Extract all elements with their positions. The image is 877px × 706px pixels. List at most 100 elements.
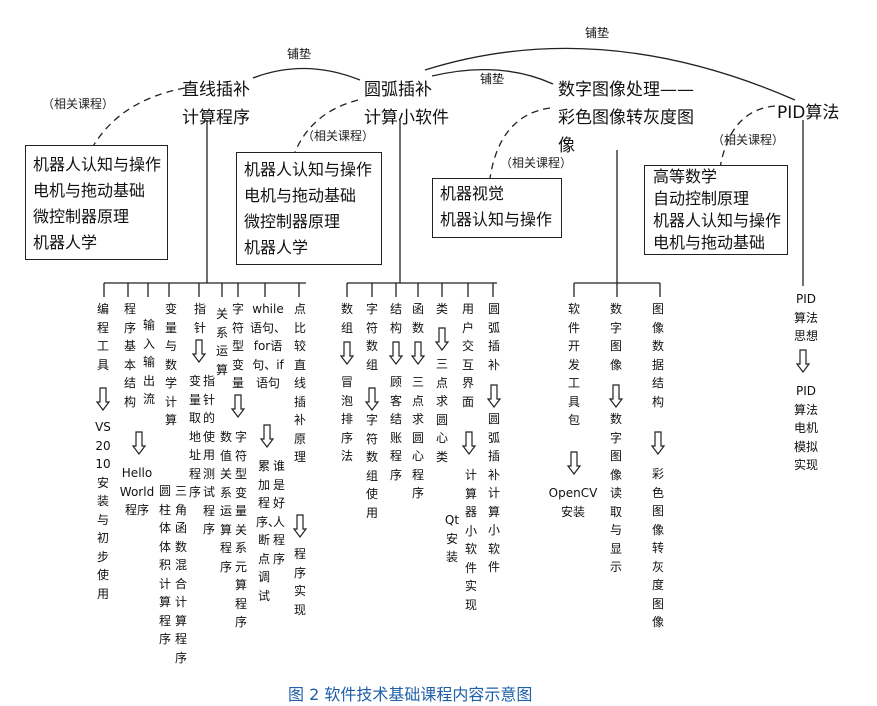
linear-step-2-result: Hello World程序 xyxy=(119,466,155,517)
image-step-2-title: 数字图像 xyxy=(609,302,622,372)
linear-step-1-title: 编程工具 xyxy=(96,302,109,372)
linear-step-5-title: 指针 xyxy=(193,302,206,335)
paving-label-1: 铺垫 xyxy=(287,47,312,61)
down-arrow-icon xyxy=(434,327,450,351)
paving-label-3: 铺垫 xyxy=(585,26,610,40)
down-arrow-icon xyxy=(486,384,502,408)
arc-step-7-result: Qt安装 xyxy=(444,513,460,564)
down-arrow-icon xyxy=(410,341,426,365)
course-item: 电机与拖动基础 xyxy=(33,181,146,200)
topic-image-line1: 数字图像处理—— xyxy=(558,80,694,100)
linear-step-10-result: 谁是好人程序 xyxy=(272,459,285,566)
linear-step-11-result: 程序实现 xyxy=(293,547,306,617)
course-item: 微控制器原理 xyxy=(33,207,130,226)
course-item: 机器人认知与操作 xyxy=(33,155,162,174)
linear-step-11-title: 点比较直线插补原理 xyxy=(293,302,306,464)
dash-4 xyxy=(719,105,776,169)
arc-step-2-result: 字符数组使用 xyxy=(365,413,378,520)
down-arrow-icon xyxy=(566,451,582,475)
related-label-2: （相关课程） xyxy=(302,129,375,143)
figure-caption: 图 2 软件技术基础课程内容示意图 xyxy=(288,685,533,704)
course-box-4: 高等数学 自动控制原理 机器人认知与操作 电机与拖动基础 xyxy=(644,165,788,255)
arc-step-8-title: 圆弧插补 xyxy=(487,302,500,372)
linear-step-3-title: 输入输出流 xyxy=(142,318,155,406)
image-step-2-result: 数字图像读取与显示 xyxy=(609,412,622,574)
down-arrow-icon xyxy=(364,387,380,411)
pid-step-title: PID 算法思想 xyxy=(793,292,818,343)
arc-linear-to-arc xyxy=(252,67,361,81)
course-item: 机器人学 xyxy=(244,238,309,257)
topic-linear-line1: 直线插补 xyxy=(182,80,250,100)
linear-step-6-title: 关系运算 xyxy=(215,307,228,377)
down-arrow-icon xyxy=(95,387,111,411)
topic-image-line2: 彩色图像转灰度图 xyxy=(558,108,694,128)
arc-step-6-result: 计算器小软件实现 xyxy=(464,468,477,612)
course-item: 机器人认知与操作 xyxy=(653,211,782,230)
course-item: 机器人认知与操作 xyxy=(244,160,373,179)
arc-step-5-title: 类 xyxy=(435,302,448,316)
image-step-3-title: 图像数据结构 xyxy=(651,302,664,409)
course-item: 自动控制原理 xyxy=(653,189,750,208)
linear-step-9-result: 累加程序、断点调试 xyxy=(256,459,281,603)
linear-step-5-result: 变量取地址程序 xyxy=(188,374,201,499)
dash-2 xyxy=(294,99,359,153)
course-item: 高等数学 xyxy=(653,167,718,186)
linear-step-4-result: 三角函数混合计算程序 xyxy=(174,484,187,665)
linear-step-7-result: 数值关系运算程序 xyxy=(219,430,232,574)
down-arrow-icon xyxy=(650,431,666,455)
linear-step-6-result: 指针的使用测试程序 xyxy=(202,374,215,536)
linear-step-2-title: 程序基本结构 xyxy=(123,302,136,409)
related-label-3: （相关课程） xyxy=(500,156,573,170)
course-item: 微控制器原理 xyxy=(244,212,341,231)
course-box-1: 机器人认知与操作 电机与拖动基础 微控制器原理 机器人学 xyxy=(25,145,168,260)
down-arrow-icon xyxy=(131,431,147,455)
pid-step-result: PID 算法电机模拟实现 xyxy=(793,384,818,472)
arc-step-5-result: 三点求圆心类 xyxy=(435,357,448,464)
linear-step-1-result: VS 2010安装与初步使用 xyxy=(95,420,111,601)
topic-linear-line2: 计算程序 xyxy=(182,108,250,128)
arc-arc-to-pid xyxy=(424,47,796,101)
course-item: 机器认知与操作 xyxy=(440,210,553,229)
down-arrow-icon xyxy=(230,394,246,418)
topic-arc-line2: 计算小软件 xyxy=(364,108,449,128)
linear-step-7-title: 字符型变量 xyxy=(231,302,244,390)
arc-step-3-result: 顾客结账程序 xyxy=(389,375,402,482)
related-label-4: （相关课程） xyxy=(712,133,785,147)
course-box-2: 机器人认知与操作 电机与拖动基础 微控制器原理 机器人学 xyxy=(236,152,382,265)
course-item: 机器视觉 xyxy=(440,184,505,203)
image-step-3-result: 彩色图像转灰度图像 xyxy=(651,467,664,629)
down-arrow-icon xyxy=(795,349,811,373)
arc-step-4-result: 三点求圆心程序 xyxy=(411,375,424,500)
topic-arc-line1: 圆弧插补 xyxy=(364,80,432,100)
course-item: 机器人学 xyxy=(33,233,98,252)
topic-pid: PID算法 xyxy=(777,103,840,123)
linear-step-3-result: 圆柱体体积计算程序 xyxy=(158,484,171,646)
paving-label-2: 铺垫 xyxy=(480,72,505,86)
course-item: 电机与拖动基础 xyxy=(653,233,766,252)
course-box-3: 机器视觉 机器认知与操作 xyxy=(432,178,562,238)
arc-arc-to-image xyxy=(431,68,554,85)
arc-step-6-title: 用户交互界面 xyxy=(461,302,474,409)
linear-step-9-title: while语句、for语句、if语句 xyxy=(250,302,287,390)
dash-1 xyxy=(91,87,186,149)
down-arrow-icon xyxy=(259,424,275,448)
down-arrow-icon xyxy=(461,431,477,455)
related-label-1: （相关课程） xyxy=(42,97,115,111)
arc-step-8-result: 圆弧插补计算小软件 xyxy=(487,412,500,574)
down-arrow-icon xyxy=(292,514,308,538)
linear-step-8-result: 字符型变量关系元算程序 xyxy=(234,430,247,629)
arc-step-2-title: 字符数组 xyxy=(365,302,378,372)
dash-3 xyxy=(489,107,551,179)
linear-step-4-title: 变量与数学计算 xyxy=(164,302,177,427)
down-arrow-icon xyxy=(339,341,355,365)
arc-step-4-title: 函数 xyxy=(411,302,424,335)
down-arrow-icon xyxy=(388,341,404,365)
arc-step-1-title: 数组 xyxy=(340,302,353,335)
down-arrow-icon xyxy=(608,384,624,408)
image-step-1-result: OpenCV 安装 xyxy=(548,486,598,519)
down-arrow-icon xyxy=(191,339,207,363)
image-step-1-title: 软件开发工具包 xyxy=(567,302,580,427)
arc-step-3-title: 结构 xyxy=(389,302,402,335)
